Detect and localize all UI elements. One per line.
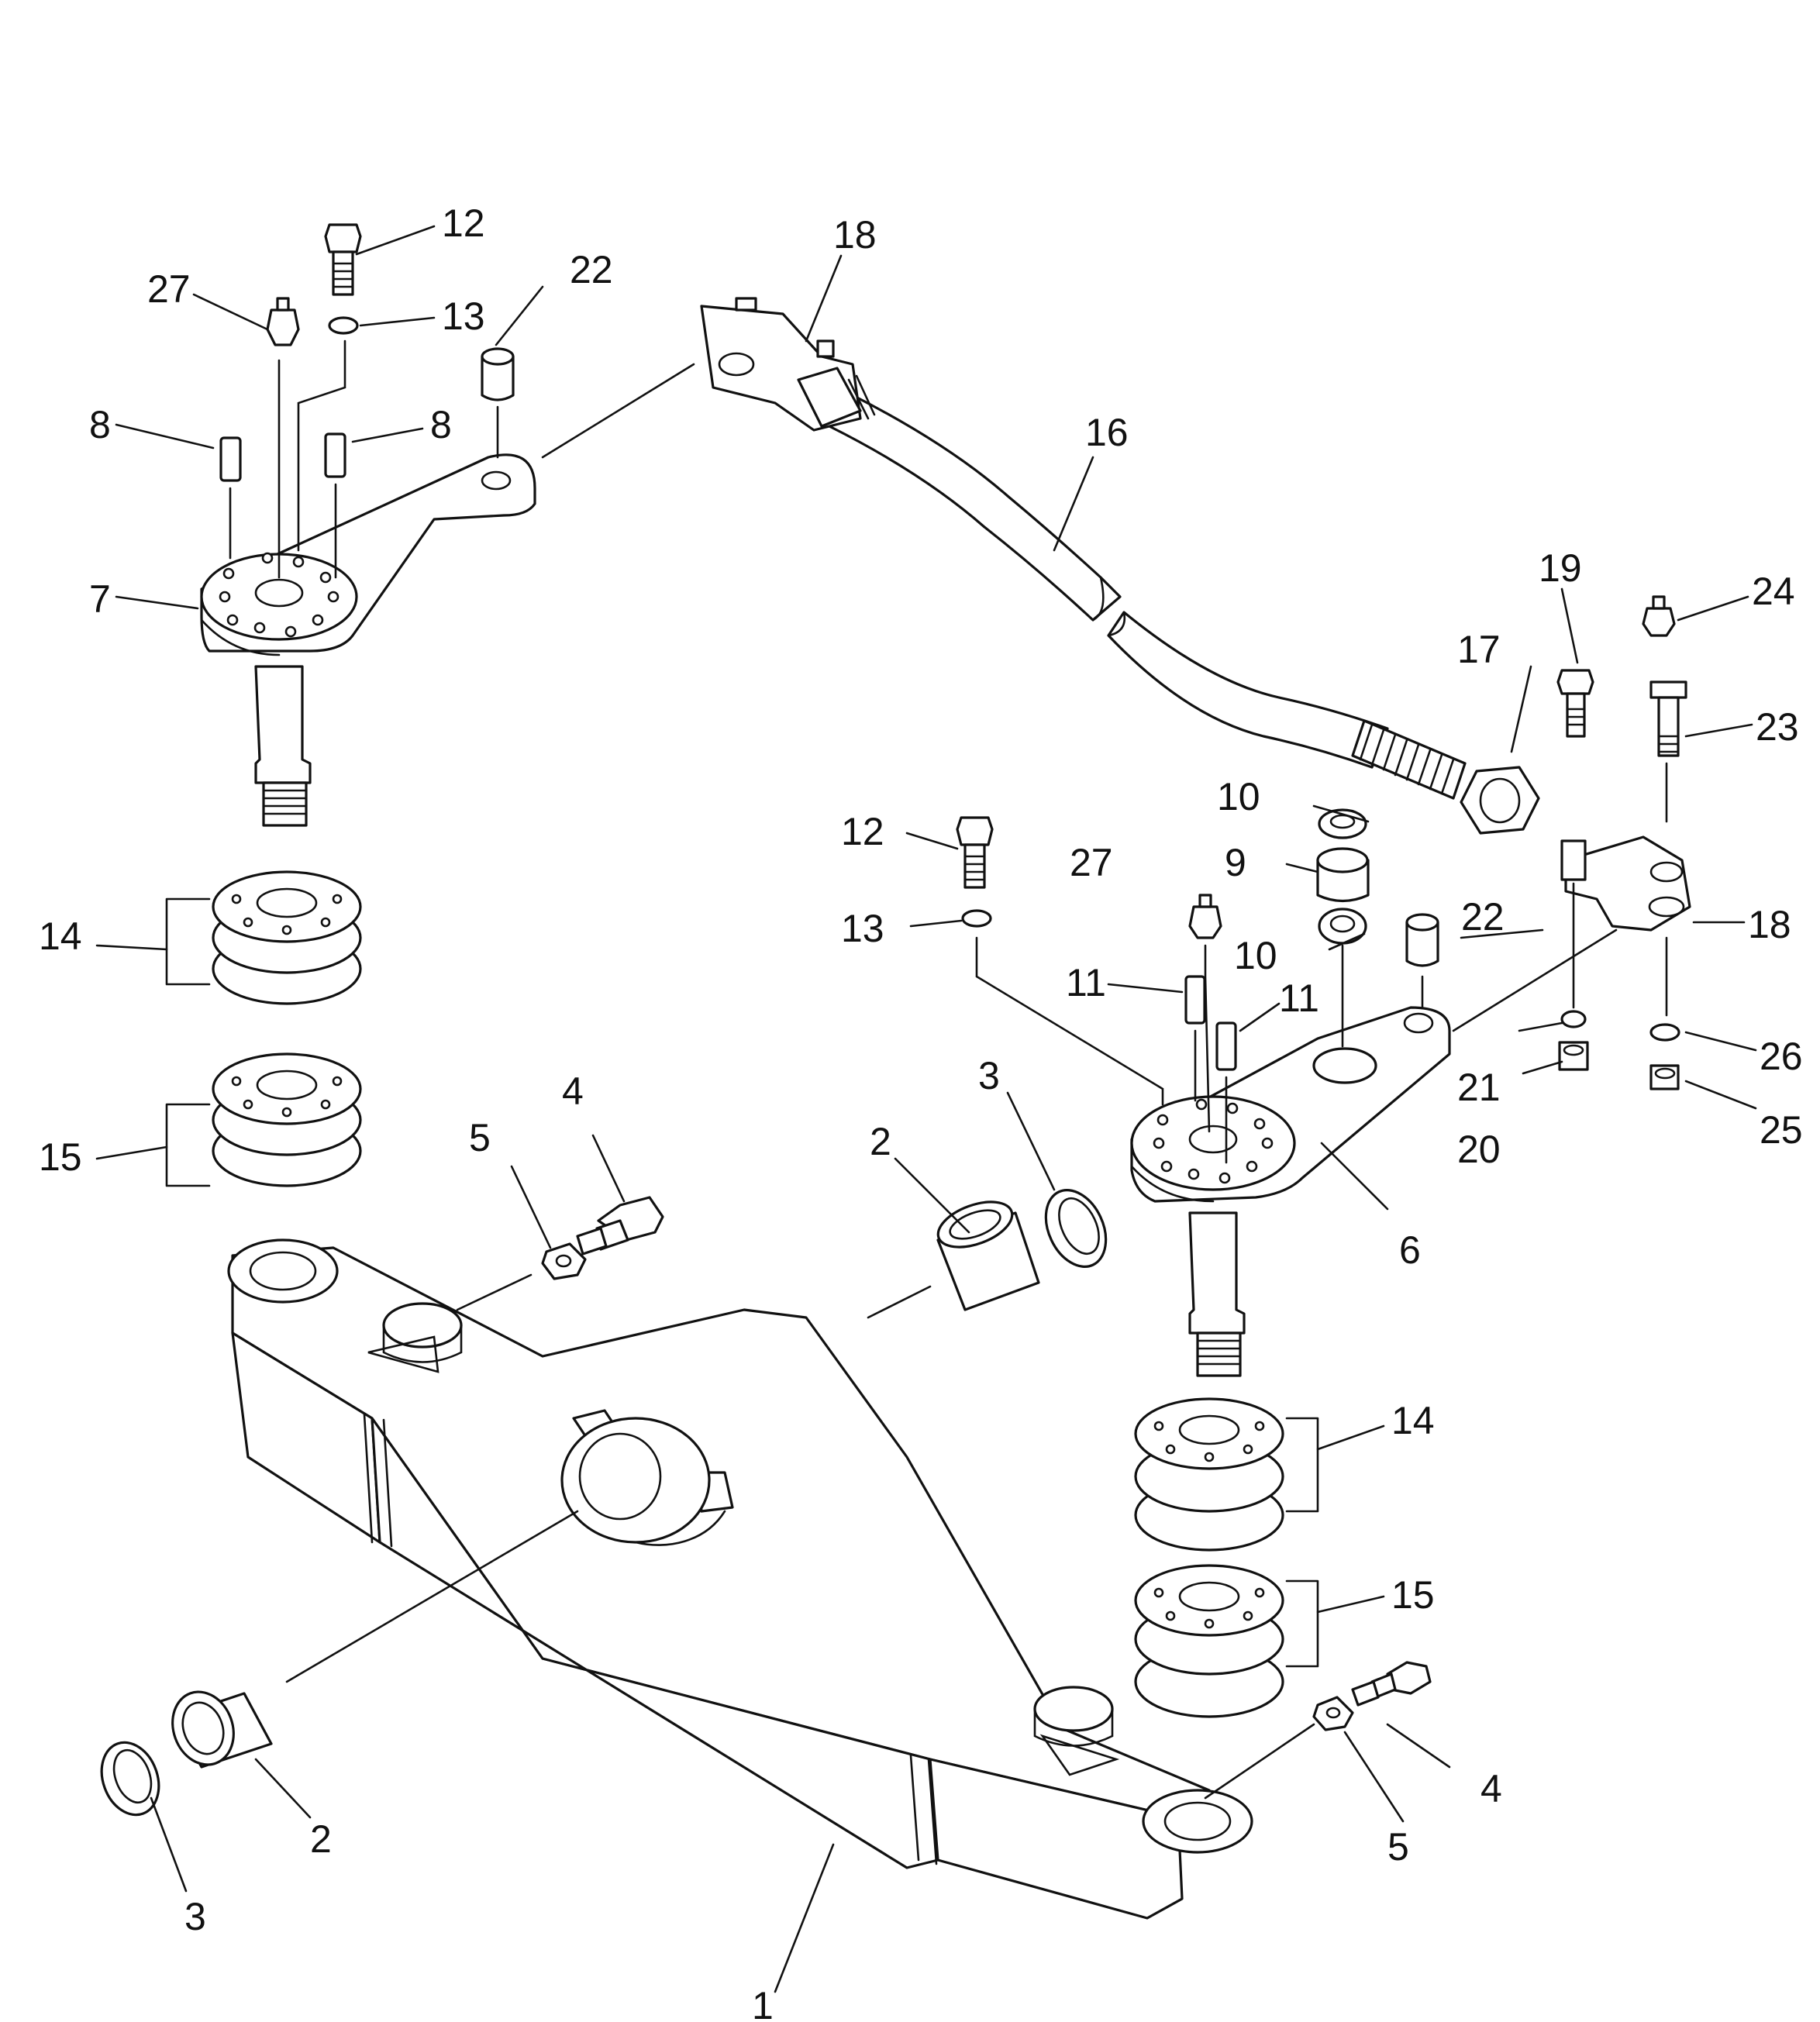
callout-4-upper: 4 xyxy=(562,1070,584,1113)
pin-11-a xyxy=(1184,975,1206,1025)
callout-2-upper: 2 xyxy=(870,1120,891,1163)
seal-10-lower xyxy=(1318,908,1367,945)
callout-18-left: 18 xyxy=(833,213,877,257)
callout-21: 21 xyxy=(1457,1066,1501,1109)
callout-20: 20 xyxy=(1457,1128,1501,1171)
callout-labels: 1 2 2 3 3 4 4 5 5 6 7 8 8 9 10 10 11 11 … xyxy=(39,202,1803,2022)
callout-17: 17 xyxy=(1457,628,1501,671)
bushing-2-lower xyxy=(171,1690,273,1769)
callout-18-right: 18 xyxy=(1748,903,1791,946)
pin-11-b xyxy=(1215,1021,1237,1071)
bolt-12-right xyxy=(956,816,994,889)
callout-13-left: 13 xyxy=(442,295,485,338)
axle-beam xyxy=(227,1238,1253,1920)
callout-22-right: 22 xyxy=(1461,895,1505,939)
callout-4-lower: 4 xyxy=(1480,1767,1502,1810)
callout-14-right: 14 xyxy=(1391,1399,1435,1442)
callout-26: 26 xyxy=(1760,1035,1803,1078)
callout-5-lower: 5 xyxy=(1387,1825,1409,1869)
callout-3-lower: 3 xyxy=(184,1895,206,1938)
bolt-hole-pattern xyxy=(1153,1098,1274,1184)
callout-11-right: 11 xyxy=(1279,977,1319,1020)
seal-3-lower xyxy=(100,1741,160,1817)
assembly-lines xyxy=(229,339,1668,1800)
callout-1: 1 xyxy=(752,1984,774,2022)
callout-11-left: 11 xyxy=(1066,961,1106,1004)
tie-rod-end-right xyxy=(1560,835,1691,932)
callout-15-left: 15 xyxy=(39,1135,82,1179)
shim-stack-right-lower xyxy=(1134,1564,1284,1718)
bolt-12-left xyxy=(324,223,362,296)
leader-lines xyxy=(95,225,1757,1993)
callout-15-right: 15 xyxy=(1391,1573,1435,1617)
grease-fitting-24 xyxy=(1642,595,1676,637)
callout-13-right: 13 xyxy=(841,907,884,950)
shim-stack-left-upper xyxy=(212,870,362,1005)
grease-fitting-27-left xyxy=(266,297,300,346)
callout-2-lower: 2 xyxy=(310,1817,332,1861)
bolt-hole-pattern xyxy=(219,552,340,638)
bolt-19 xyxy=(1556,669,1594,738)
nut-20 xyxy=(1558,1041,1589,1071)
bushing-22-left xyxy=(481,347,515,401)
jam-nut xyxy=(1460,766,1540,835)
bolt-4-right xyxy=(1351,1661,1432,1707)
callout-7: 7 xyxy=(89,577,111,621)
shim-stack-right-upper xyxy=(1134,1397,1284,1552)
retaining-ring-21 xyxy=(1560,1010,1587,1028)
callout-6: 6 xyxy=(1399,1228,1421,1272)
bushing-2-upper xyxy=(936,1200,1040,1311)
callout-8-left: 8 xyxy=(89,403,111,446)
bushing-22-right xyxy=(1405,913,1439,967)
callout-10-lower: 10 xyxy=(1234,934,1277,977)
nut-5-left xyxy=(541,1242,587,1280)
nut-25 xyxy=(1649,1064,1680,1090)
seal-3-upper xyxy=(1044,1189,1108,1268)
pin-8-left xyxy=(219,436,242,482)
callout-22-left: 22 xyxy=(570,248,613,291)
left-steering-arm xyxy=(200,453,536,827)
callout-27-right: 27 xyxy=(1070,841,1113,884)
callout-27-left: 27 xyxy=(147,267,191,311)
callout-25: 25 xyxy=(1760,1108,1803,1152)
callout-24: 24 xyxy=(1752,570,1795,613)
tie-rod xyxy=(828,390,1467,800)
washer-26 xyxy=(1649,1023,1680,1042)
callout-16: 16 xyxy=(1085,411,1129,454)
callout-19: 19 xyxy=(1539,546,1582,590)
callout-23: 23 xyxy=(1756,705,1799,749)
callout-12-right: 12 xyxy=(841,810,884,853)
shim-stack-left-lower xyxy=(212,1052,362,1187)
callout-10-upper: 10 xyxy=(1217,775,1260,818)
spacer-9 xyxy=(1316,847,1370,903)
washer-13-right xyxy=(961,909,992,928)
callout-14-left: 14 xyxy=(39,915,82,958)
callout-8-right: 8 xyxy=(430,403,452,446)
callout-3-upper: 3 xyxy=(978,1054,1000,1097)
right-steering-arm xyxy=(1130,1006,1451,1377)
bolt-4-left xyxy=(576,1196,664,1256)
callout-9: 9 xyxy=(1225,841,1246,884)
pin-8-right xyxy=(324,432,346,478)
callout-5-upper: 5 xyxy=(469,1116,491,1159)
callout-12-left: 12 xyxy=(442,202,485,245)
tie-rod-end-left xyxy=(700,297,876,432)
nut-5-right xyxy=(1312,1696,1354,1731)
bolt-23 xyxy=(1649,680,1687,757)
grease-fitting-27-right xyxy=(1188,894,1222,939)
washer-13-left xyxy=(328,316,359,335)
